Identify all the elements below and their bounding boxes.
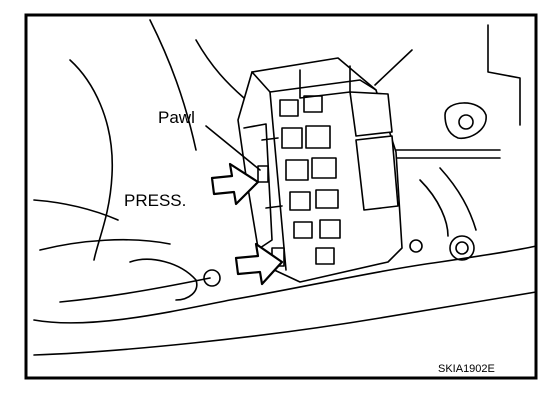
cavity-10 <box>319 219 341 239</box>
cavity-2 <box>303 95 323 113</box>
panel-curve-left-lower <box>33 199 119 221</box>
press-arrow-upper <box>210 162 260 206</box>
connector-lock-tab <box>349 91 393 137</box>
connector-left-lip <box>243 123 273 249</box>
panel-curve-top <box>195 39 245 99</box>
cavity-4 <box>305 125 331 149</box>
cavity-5 <box>285 159 309 181</box>
boss-top-right-hole <box>458 114 474 130</box>
panel-curve-right-upper <box>374 49 413 86</box>
connector-top-block <box>299 65 351 99</box>
pawl-label: Pawl <box>158 108 195 127</box>
cable-right-2 <box>419 179 449 237</box>
lower-trim-base <box>33 291 537 356</box>
cavity-7 <box>289 191 311 211</box>
line-art <box>33 19 537 356</box>
small-hole-mid <box>409 239 423 253</box>
cavity-9 <box>293 221 313 239</box>
pawl-leader-line <box>205 125 261 171</box>
panel-curve-mid <box>149 19 197 151</box>
cavity-3 <box>281 127 303 149</box>
cavity-6 <box>311 157 337 179</box>
panel-curve-right-side <box>487 24 521 126</box>
boss-top-right <box>444 102 487 140</box>
lower-trim-outline <box>33 245 537 324</box>
figure-code: SKIA1902E <box>438 363 495 375</box>
pawl-upper <box>257 165 269 183</box>
connector-side-block <box>355 135 399 211</box>
press-label: PRESS. <box>124 191 186 210</box>
connector-ridge-1 <box>261 137 279 141</box>
press-arrow-lower <box>234 242 284 286</box>
connector-ridge-2 <box>265 205 283 209</box>
cavity-8 <box>315 189 339 209</box>
mount-hole-right <box>449 235 475 261</box>
lower-bracket <box>129 258 198 301</box>
small-hole-left <box>203 269 221 287</box>
connector-face <box>251 71 377 93</box>
cavity-1 <box>279 99 299 117</box>
cable-right <box>439 167 477 231</box>
connector-front-edge <box>269 91 287 271</box>
panel-curve-left <box>69 59 114 261</box>
cavity-11 <box>315 247 335 265</box>
mount-hole-right-inner <box>455 241 469 255</box>
panel-curve-left-bottom <box>39 238 171 251</box>
